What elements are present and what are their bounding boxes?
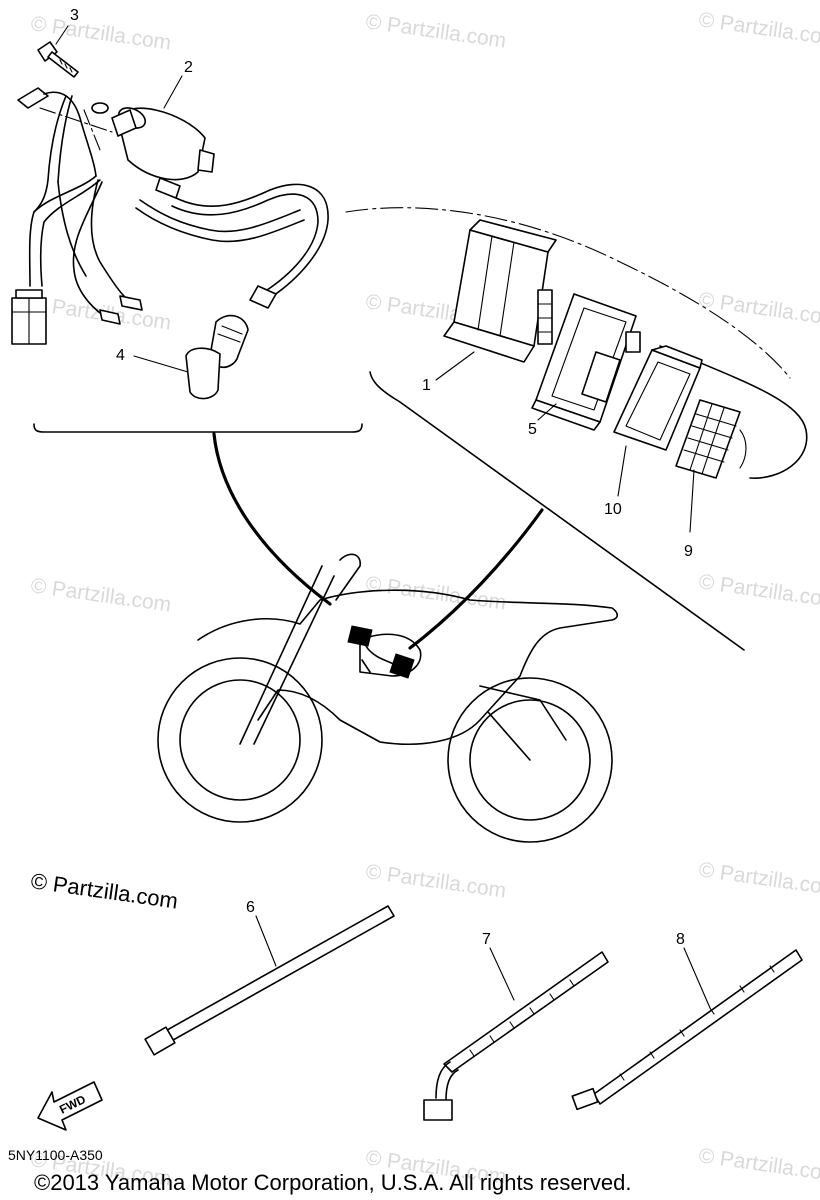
callout-3: 3 [70,7,79,24]
part-8-cable-tie-drawing [571,949,803,1111]
part-1-cdi-unit-drawing [443,219,557,363]
leader-lines [55,25,711,1009]
fwd-arrow-icon [37,1081,103,1131]
part-3-bolt-drawing [37,41,79,78]
watermark: © Partzilla.com [697,570,820,612]
watermark: © Partzilla.com [364,10,507,52]
part-10-band-drawing [613,345,703,451]
copyright-notice: ©2013 Yamaha Motor Corporation, U.S.A. A… [34,1170,631,1195]
part-5-rubber-cover-drawing [531,293,641,431]
part-6-cable-tie-drawing [144,905,395,1056]
forward-direction-arrow: FWD [37,1081,103,1131]
coupler-drawing [11,289,47,345]
watermark: © Partzilla.com [697,1144,820,1186]
part-4-plug-cap-drawing [185,314,249,400]
pointer-line-right [408,508,544,650]
callout-10: 10 [604,501,622,518]
callout-2: 2 [184,59,193,76]
watermark-layer: © Partzilla.com © Partzilla.com © Partzi… [29,8,820,1190]
washer-drawing [91,102,109,114]
callout-6: 6 [246,899,255,916]
callout-8: 8 [676,931,685,948]
diagram-code: 5NY1100-A350 [8,1147,103,1163]
watermark: © Partzilla.com [697,858,820,900]
ignition-coil-assembly [11,41,329,400]
motorcycle-outline-drawing [157,553,619,843]
detail-frame-right [345,207,808,651]
watermark: © Partzilla.com [364,860,507,902]
pointer-line-left [212,432,332,606]
detail-frame-left [33,423,363,433]
callout-4: 4 [116,347,125,364]
callout-7: 7 [482,931,491,948]
watermark: © Partzilla.com [697,8,820,50]
part-7-cable-tie-drawing [423,951,609,1121]
callout-1: 1 [422,377,431,394]
partzilla-credit: © Partzilla.com [29,868,179,913]
callout-5: 5 [528,421,537,438]
watermark: © Partzilla.com [29,574,172,616]
part-2-ignition-coil-drawing [111,107,215,199]
watermark: © Partzilla.com [697,288,820,330]
callout-9: 9 [684,543,693,560]
part-9-coupler-drawing [675,399,747,479]
